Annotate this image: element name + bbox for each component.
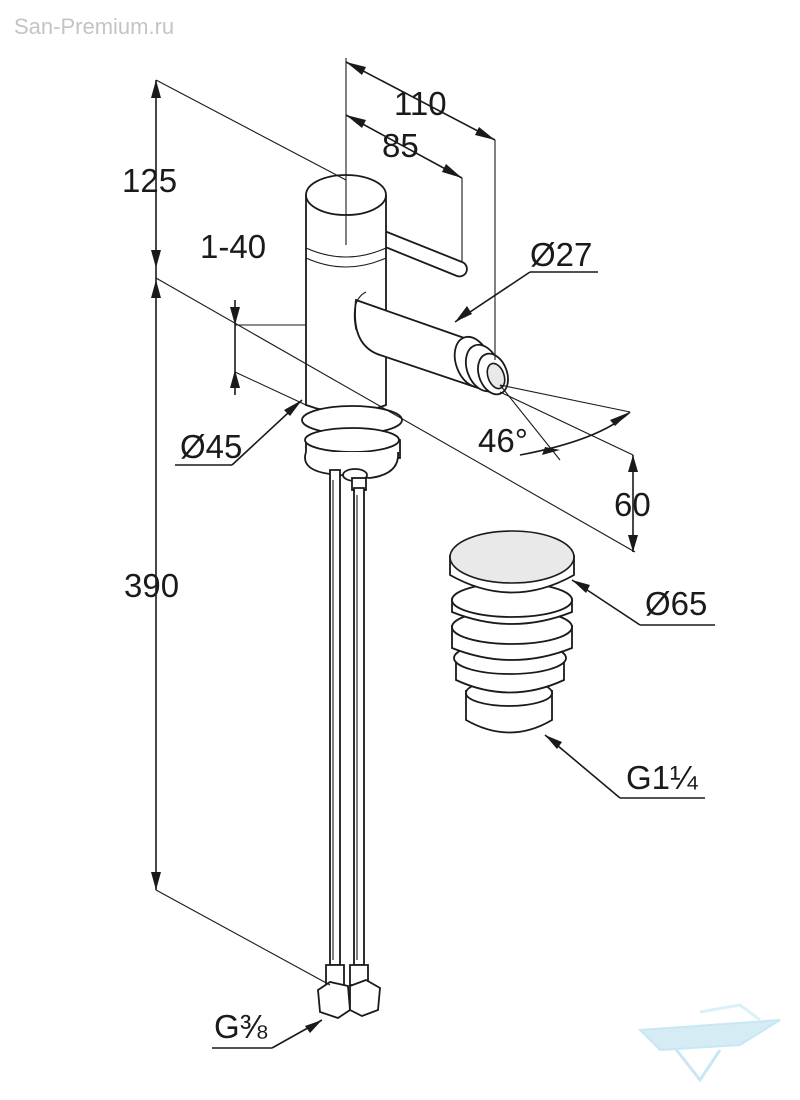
supply-hoses <box>329 469 365 966</box>
watermark-text: San-Premium.ru <box>14 14 174 39</box>
dimension-lines <box>151 58 715 1049</box>
label-drain-thread: G1¼ <box>626 759 698 796</box>
label-deck-thickness: 1-40 <box>200 228 266 265</box>
label-width-total: 110 <box>394 85 447 122</box>
drain-cap <box>449 530 575 584</box>
drain-valve <box>449 530 575 734</box>
label-spout-height: 60 <box>614 486 651 523</box>
mounting-base <box>301 405 403 491</box>
hose-fittings <box>317 964 381 1019</box>
bathtub-logo-icon <box>637 1003 781 1083</box>
label-width-lever: 85 <box>382 127 419 164</box>
label-height-top: 125 <box>122 162 177 199</box>
label-drain-diameter: Ø65 <box>645 585 707 622</box>
bidet-faucet <box>301 174 509 1019</box>
label-spout-diameter: Ø27 <box>530 236 592 273</box>
spout <box>353 291 509 396</box>
label-base-diameter: Ø45 <box>180 428 242 465</box>
label-hose-length: 390 <box>124 567 179 604</box>
label-spray-angle: 46° <box>478 422 528 459</box>
dimension-labels: 110 85 125 Ø27 1-40 Ø45 46° 60 390 Ø65 G… <box>122 85 707 1045</box>
label-supply-thread: G⅜ <box>214 1008 268 1045</box>
